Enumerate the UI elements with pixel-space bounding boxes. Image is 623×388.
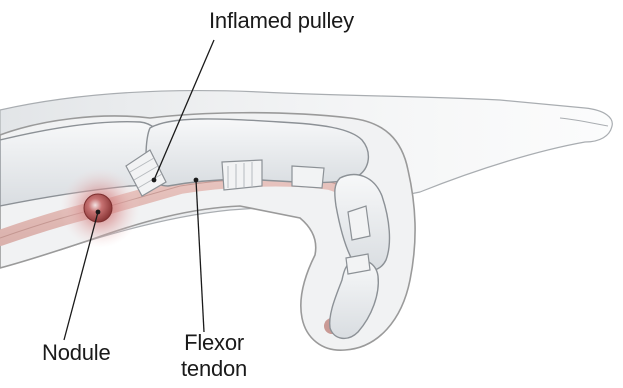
nodule [60, 168, 140, 248]
pulley-band [348, 206, 370, 240]
flexor-tendon-label: Flexor tendon [181, 330, 247, 382]
inflamed-pulley-label: Inflamed pulley [209, 8, 354, 34]
flexor-tendon-label-line1: Flexor [181, 330, 247, 356]
flexor-tendon-label-line2: tendon [181, 356, 247, 382]
pulley-band [292, 166, 324, 188]
pulley-band [346, 254, 370, 274]
nodule-label: Nodule [42, 340, 111, 366]
